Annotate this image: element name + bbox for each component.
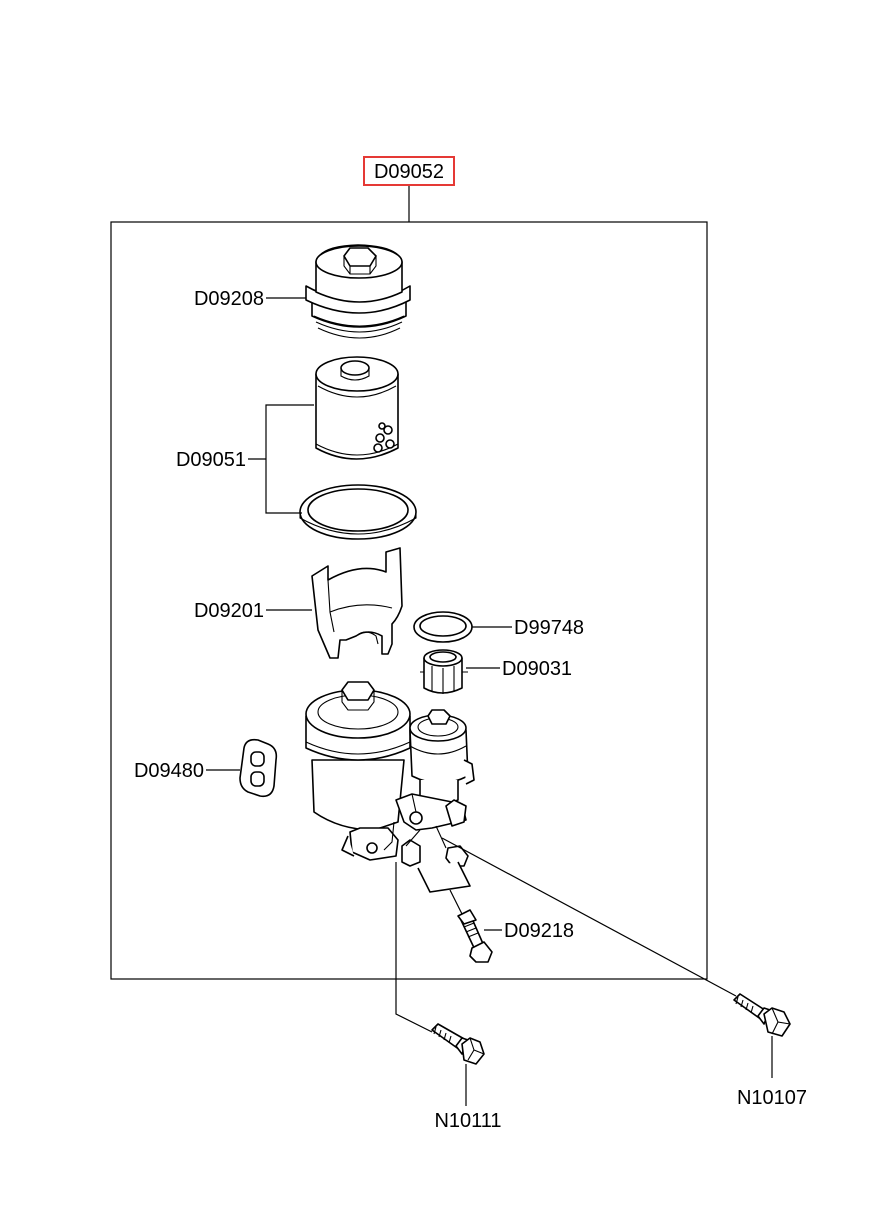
bolt-right-callout-label[interactable]: N10107 [737,1087,807,1109]
filter-gasket-part [299,484,417,540]
bolt-right-part [733,993,791,1037]
strainer-part [420,649,468,694]
bolt-left-leader-line [395,862,433,1033]
filter-bracket [265,404,314,514]
strainer-callout-label[interactable]: D09031 [502,658,572,680]
o-ring-callout-label[interactable]: D99748 [514,617,584,639]
holder-callout-label[interactable]: D09201 [194,600,264,622]
assembly-callout[interactable]: D09052 [363,156,455,186]
reservoir-body [305,681,475,893]
filter-part [315,356,399,460]
bolt-left-part [431,1023,485,1065]
bolt-right-leader-line [441,837,737,997]
cap-part [305,244,411,339]
bolt-left-callout-label[interactable]: N10111 [434,1110,501,1132]
assembly-label: D09052 [374,161,444,183]
nipple-callout-label[interactable]: D09218 [504,920,574,942]
cap-callout-label[interactable]: D09208 [194,288,264,310]
seal-plate-part [239,738,278,798]
nipple-connector [449,889,463,915]
seal-plate-callout-label[interactable]: D09480 [134,760,204,782]
assembly-highlight-box [363,156,455,186]
holder-part [311,547,403,659]
nipple-part [457,909,493,963]
o-ring-part [413,611,473,643]
filter-callout-label[interactable]: D09051 [176,449,246,471]
